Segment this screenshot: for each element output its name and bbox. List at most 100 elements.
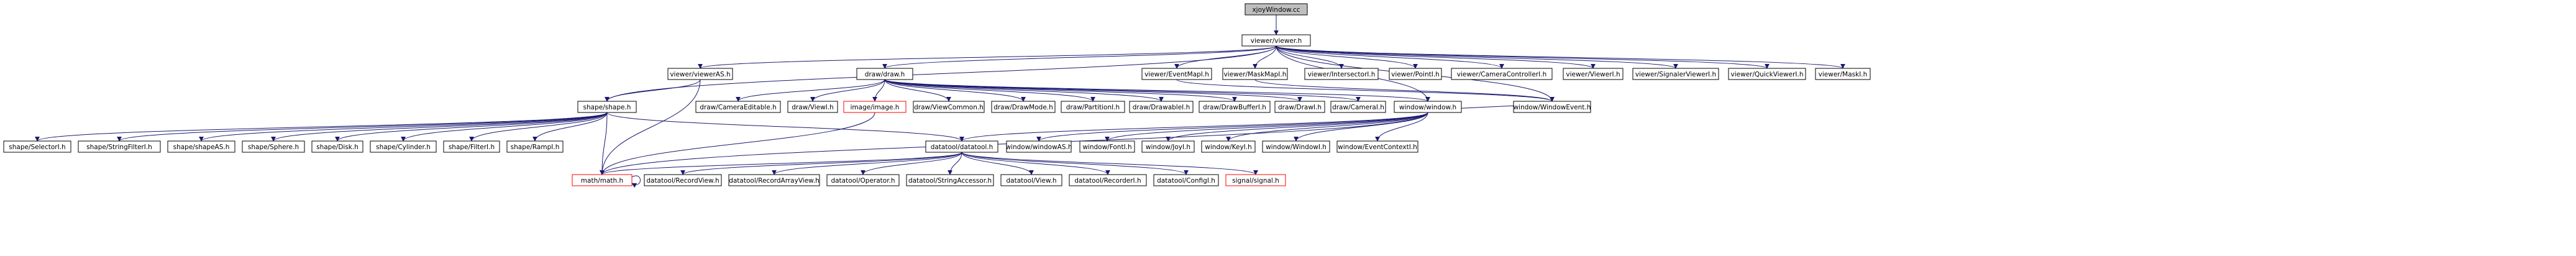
edge-draw-to-image xyxy=(872,79,885,102)
node-label: viewer/MaskI.h xyxy=(1819,71,1868,78)
node-partitionI[interactable]: draw/PartitionI.h xyxy=(1061,101,1125,113)
node-recordView[interactable]: datatool/RecordView.h xyxy=(644,174,722,186)
node-windowEvent[interactable]: window/WindowEvent.h xyxy=(1513,101,1591,113)
node-math[interactable]: math/math.h xyxy=(572,174,633,186)
node-filterI[interactable]: shape/FilterI.h xyxy=(443,140,500,153)
node-windowI[interactable]: window/WindowI.h xyxy=(1262,140,1330,153)
node-box xyxy=(644,174,722,186)
node-maskMapI[interactable]: viewer/MaskMapI.h xyxy=(1222,68,1288,80)
edge-viewer-to-cameraController xyxy=(1276,45,1504,69)
edge-viewer-to-maskI xyxy=(1276,45,1845,69)
node-label: datatool/Operator.h xyxy=(831,177,895,185)
node-box xyxy=(1141,140,1195,153)
node-label: signal/signal.h xyxy=(1232,177,1279,185)
node-label: draw/DrawMode.h xyxy=(993,104,1053,111)
edge-maskMapI-to-windowEvent xyxy=(1254,79,1555,102)
edge-shape-to-filterI xyxy=(469,112,608,142)
node-box xyxy=(1330,101,1386,113)
header-nodes: xjoyWindow.cc viewer/viewer.h viewer/viewe… xyxy=(3,3,1871,186)
node-pointI[interactable]: viewer/PointI.h xyxy=(1389,68,1442,80)
node-label: shape/shape.h xyxy=(583,104,631,111)
edge-window-to-joyI xyxy=(1166,112,1428,142)
node-window[interactable]: window/window.h xyxy=(1394,101,1462,113)
node-viewerI[interactable]: viewer/ViewerI.h xyxy=(1563,68,1624,80)
node-box xyxy=(506,140,564,153)
node-label: draw/draw.h xyxy=(865,71,905,78)
node-box xyxy=(1199,101,1271,113)
node-draw[interactable]: draw/draw.h xyxy=(856,68,913,80)
node-quickViewer[interactable]: viewer/QuickViewerI.h xyxy=(1728,68,1806,80)
node-root[interactable]: xjoyWindow.cc xyxy=(1245,3,1308,16)
node-operator[interactable]: datatool/Operator.h xyxy=(826,174,900,186)
node-signalerViewer[interactable]: viewer/SignalerViewerI.h xyxy=(1632,68,1719,80)
node-image[interactable]: image/image.h xyxy=(843,101,907,113)
node-box xyxy=(695,101,781,113)
node-joyI[interactable]: window/JoyI.h xyxy=(1141,140,1195,153)
node-label: shape/RampI.h xyxy=(511,144,560,151)
node-signal[interactable]: signal/signal.h xyxy=(1225,174,1286,186)
node-stringAccessor[interactable]: datatool/StringAccessor.h xyxy=(906,174,994,186)
node-drawableI[interactable]: draw/DrawableI.h xyxy=(1129,101,1194,113)
node-stringFilter[interactable]: shape/StringFilterI.h xyxy=(78,140,161,153)
node-box xyxy=(856,68,913,80)
node-maskI[interactable]: viewer/MaskI.h xyxy=(1815,68,1871,80)
edge-math-to-math xyxy=(631,175,641,188)
edge-shape-to-cylinder xyxy=(401,112,608,142)
node-cylinder[interactable]: shape/Cylinder.h xyxy=(370,140,437,153)
node-keyI[interactable]: window/KeyI.h xyxy=(1201,140,1256,153)
node-intersectorI[interactable]: viewer/IntersectorI.h xyxy=(1304,68,1379,80)
node-label: draw/CameraEditable.h xyxy=(700,104,777,111)
node-drawMode[interactable]: draw/DrawMode.h xyxy=(991,101,1056,113)
edge-draw-to-camEditable xyxy=(736,79,885,102)
edge-datatool-to-config xyxy=(961,152,1189,175)
node-recorder[interactable]: datatool/RecorderI.h xyxy=(1069,174,1147,186)
edge-viewer-to-signalerViewer xyxy=(1276,45,1678,69)
node-label: viewer/CameraControllerI.h xyxy=(1457,71,1546,78)
node-label: window/JoyI.h xyxy=(1146,144,1190,151)
node-drawI[interactable]: draw/DrawI.h xyxy=(1274,101,1325,113)
node-recordArrayView[interactable]: datatool/RecordArrayView.h xyxy=(728,174,820,186)
node-box xyxy=(1061,101,1125,113)
edge-viewer-to-viewerAS xyxy=(698,45,1277,69)
node-viewer[interactable]: viewer/viewer.h xyxy=(1241,34,1311,47)
edge-shape-to-sphere xyxy=(271,112,608,142)
node-eventContext[interactable]: window/EventContextI.h xyxy=(1336,140,1418,153)
node-windowAS[interactable]: window/windowAS.h xyxy=(1005,140,1072,153)
node-label: image/image.h xyxy=(851,104,900,111)
node-box xyxy=(1222,68,1288,80)
node-disk[interactable]: shape/Disk.h xyxy=(311,140,363,153)
node-label: window/windowAS.h xyxy=(1005,144,1072,151)
node-sphere[interactable]: shape/Sphere.h xyxy=(242,140,305,153)
node-view[interactable]: datatool/View.h xyxy=(1000,174,1062,186)
node-box xyxy=(311,140,363,153)
edge-shape-to-shapeAS xyxy=(199,112,608,142)
node-rampI[interactable]: shape/RampI.h xyxy=(506,140,564,153)
node-cameraI[interactable]: draw/CameraI.h xyxy=(1330,101,1386,113)
node-config[interactable]: datatool/ConfigI.h xyxy=(1153,174,1219,186)
node-label: draw/DrawBufferI.h xyxy=(1203,104,1266,111)
node-selector[interactable]: shape/SelectorI.h xyxy=(3,140,71,153)
node-cameraController[interactable]: viewer/CameraControllerI.h xyxy=(1451,68,1553,80)
node-eventMapI[interactable]: viewer/EventMapI.h xyxy=(1141,68,1212,80)
edge-window-to-eventContext xyxy=(1375,112,1428,142)
node-box xyxy=(1069,174,1147,186)
node-fontI[interactable]: window/FontI.h xyxy=(1079,140,1135,153)
node-label: datatool/RecorderI.h xyxy=(1074,177,1141,185)
node-viewI[interactable]: draw/ViewI.h xyxy=(787,101,838,113)
node-label: shape/Cylinder.h xyxy=(376,144,431,151)
node-datatool[interactable]: datatool/datatool.h xyxy=(925,140,998,153)
node-box xyxy=(1245,3,1308,16)
node-label: viewer/ViewerI.h xyxy=(1566,71,1620,78)
node-viewCommon[interactable]: draw/ViewCommon.h xyxy=(913,101,985,113)
node-box xyxy=(1225,174,1286,186)
node-viewerAS[interactable]: viewer/viewerAS.h xyxy=(667,68,733,80)
edge-datatool-to-recordArrayView xyxy=(772,152,962,175)
edge-eventMapI-to-windowEvent xyxy=(1176,79,1555,102)
edge-draw-to-drawableI xyxy=(884,79,1164,102)
node-drawBufferI[interactable]: draw/DrawBufferI.h xyxy=(1199,101,1271,113)
edge-draw-to-drawBufferI xyxy=(884,79,1237,102)
node-camEditable[interactable]: draw/CameraEditable.h xyxy=(695,101,781,113)
node-label: draw/PartitionI.h xyxy=(1066,104,1120,111)
node-shape[interactable]: shape/shape.h xyxy=(577,101,637,113)
node-shapeAS[interactable]: shape/shapeAS.h xyxy=(167,140,235,153)
